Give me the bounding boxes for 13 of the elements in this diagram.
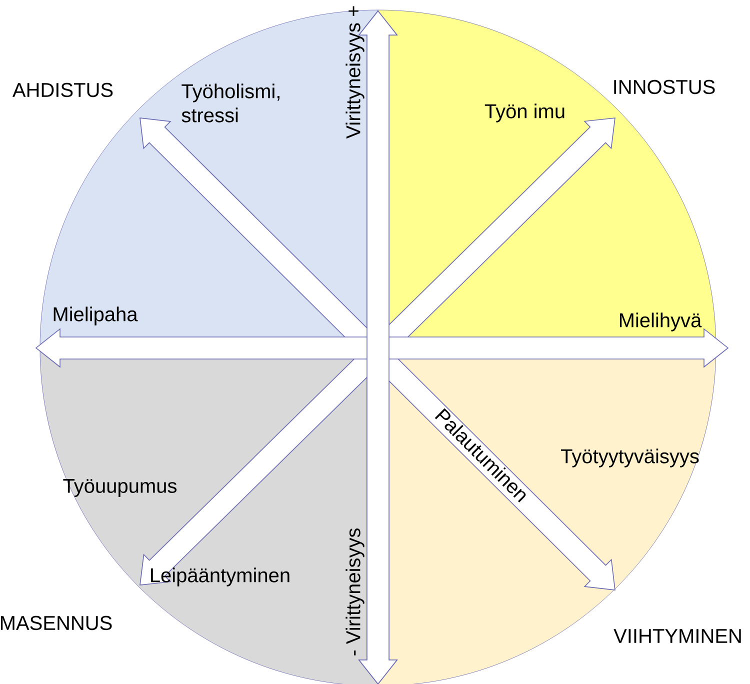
axis-label: - Virittyneisyys xyxy=(346,528,364,656)
quadrant-label: Työtyytyväisyys xyxy=(561,448,699,468)
pole-label: VIIHTYMINEN xyxy=(614,629,741,643)
pole-label: INNOSTUS xyxy=(614,80,715,94)
quadrant-label: Työn imu xyxy=(484,104,564,122)
pole-label: MASENNUS xyxy=(0,616,112,630)
quadrant-label: Työuupumus xyxy=(63,479,177,497)
pole-label: Mielipaha xyxy=(54,306,138,326)
quadrant-label: Leipääntyminen xyxy=(151,568,290,586)
axis-label: Virittyneisyys + xyxy=(346,6,364,139)
pole-label: Mielihyvä xyxy=(620,312,702,332)
pole-label: AHDISTUS xyxy=(12,82,113,98)
quadrant-label: Työholismi, stressi xyxy=(182,84,280,122)
